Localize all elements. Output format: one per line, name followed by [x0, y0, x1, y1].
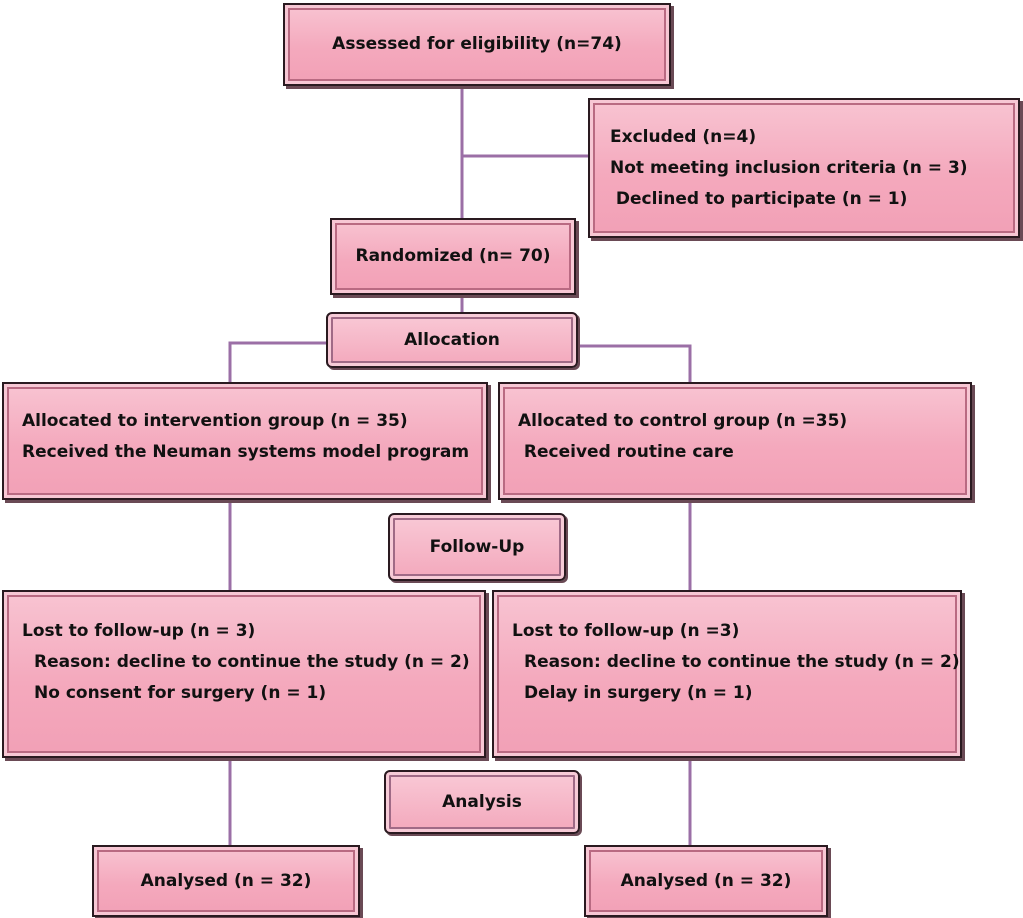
- control-title: Allocated to control group (n =35): [518, 411, 848, 431]
- lost-control-title: Lost to follow-up (n =3): [512, 621, 740, 641]
- analysed-intervention-box: Analysed (n = 32): [92, 845, 360, 917]
- excluded-title: Excluded (n=4): [610, 127, 757, 147]
- excluded-box: Excluded (n=4) Not meeting inclusion cri…: [588, 98, 1020, 238]
- lost-control-delay: Delay in surgery (n = 1): [524, 683, 753, 703]
- control-box: Allocated to control group (n =35) Recei…: [498, 382, 972, 500]
- lost-intervention-reason: Reason: decline to continue the study (n…: [34, 652, 470, 672]
- lost-intervention-title: Lost to follow-up (n = 3): [22, 621, 256, 641]
- intervention-program: Received the Neuman systems model progra…: [22, 442, 470, 462]
- lost-intervention-consent: No consent for surgery (n = 1): [34, 683, 327, 703]
- randomized-box: Randomized (n= 70): [330, 218, 576, 295]
- analysed-intervention-text: Analysed (n = 32): [140, 870, 312, 891]
- lost-control-box: Lost to follow-up (n =3) Reason: decline…: [492, 590, 962, 758]
- analysed-control-text: Analysed (n = 32): [620, 870, 792, 891]
- intervention-box: Allocated to intervention group (n = 35)…: [2, 382, 488, 500]
- assessed-box: Assessed for eligibility (n=74): [283, 3, 671, 86]
- excluded-reason-criteria: Not meeting inclusion criteria (n = 3): [610, 158, 968, 178]
- allocation-text: Allocation: [404, 330, 500, 350]
- lost-control-reason: Reason: decline to continue the study (n…: [524, 652, 960, 672]
- analysed-control-box: Analysed (n = 32): [584, 845, 828, 917]
- analysis-label: Analysis: [384, 770, 580, 834]
- analysis-text: Analysis: [442, 792, 522, 812]
- followup-text: Follow-Up: [429, 537, 525, 557]
- intervention-title: Allocated to intervention group (n = 35): [22, 411, 408, 431]
- followup-label: Follow-Up: [388, 513, 566, 581]
- line-allocation-to-intervention: [228, 341, 330, 382]
- line-allocation-to-control: [576, 344, 692, 382]
- excluded-reason-declined: Declined to participate (n = 1): [610, 189, 908, 209]
- assessed-text: Assessed for eligibility (n=74): [332, 34, 622, 54]
- allocation-label: Allocation: [326, 312, 578, 368]
- control-care: Received routine care: [518, 442, 734, 462]
- randomized-text: Randomized (n= 70): [355, 246, 551, 266]
- lost-intervention-box: Lost to follow-up (n = 3) Reason: declin…: [2, 590, 486, 758]
